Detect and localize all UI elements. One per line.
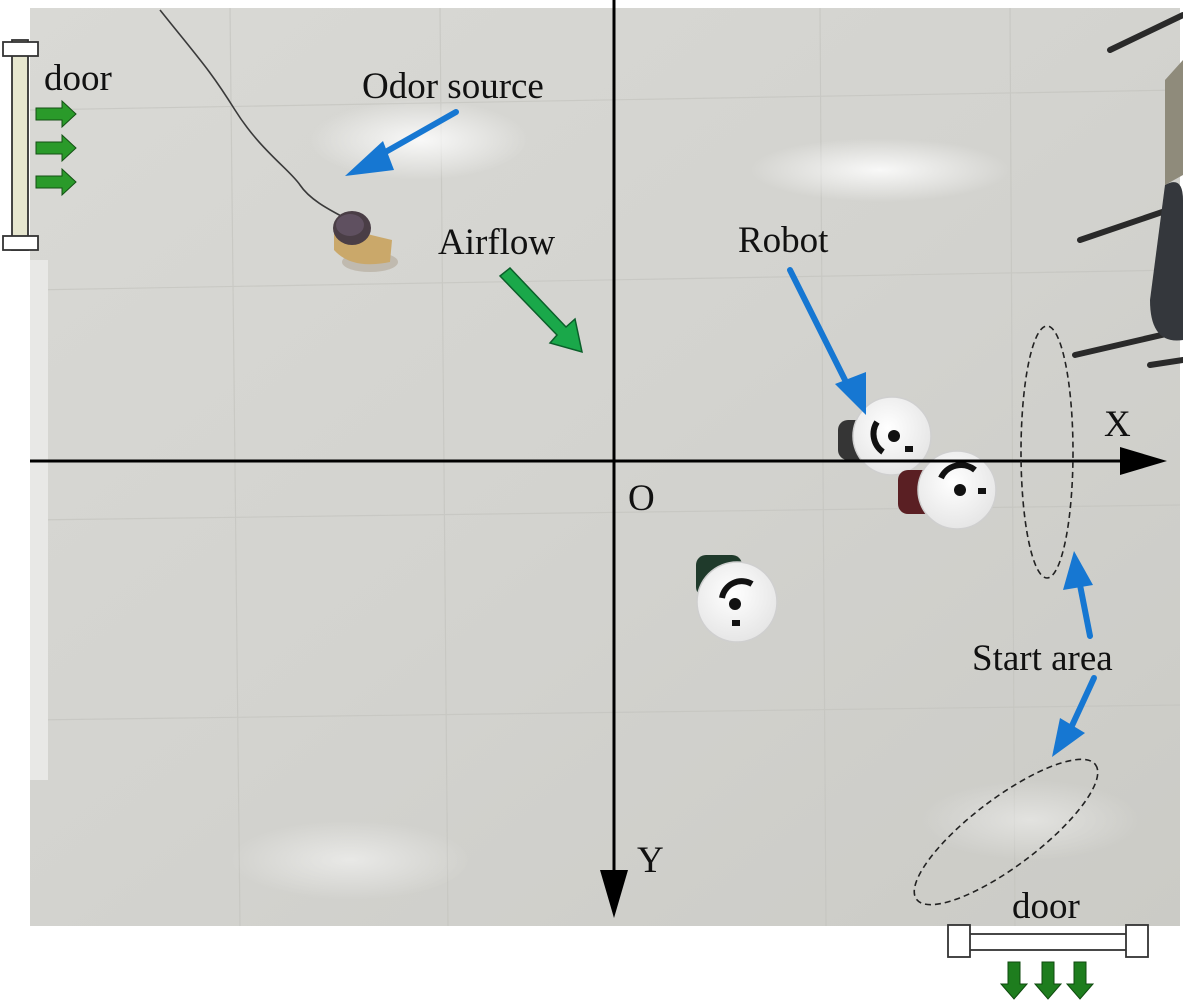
annotation-arrows	[372, 109, 1097, 733]
y-axis-label: Y	[637, 840, 664, 881]
airflow-arrow	[498, 266, 583, 354]
odor-source-object	[333, 211, 398, 272]
start-area-right	[1020, 325, 1074, 579]
y-axis-arrowhead	[600, 870, 628, 918]
odor-source-arrowhead	[345, 141, 394, 176]
door-label-top: door	[44, 58, 112, 99]
door-airflow-arrows-bottom	[999, 961, 1095, 1000]
robot	[898, 450, 997, 530]
start-area-bottom	[913, 758, 1099, 906]
start-area-arrowhead-down	[1052, 718, 1085, 757]
wall-panel	[30, 260, 48, 780]
airflow-label: Airflow	[438, 222, 556, 263]
coordinate-axes	[30, 0, 1130, 880]
origin-label: O	[628, 478, 655, 519]
start-area-arrow-up	[1077, 582, 1093, 639]
start-area-arrow-down	[1067, 675, 1097, 733]
robot-label: Robot	[738, 220, 829, 261]
door-top-left	[2, 39, 39, 251]
odor-source-label: Odor source	[362, 66, 544, 107]
floor-tiles	[29, 7, 1181, 927]
door-bottom	[947, 924, 1149, 958]
light-glare	[230, 820, 470, 900]
floor-cable	[159, 9, 346, 219]
start-area-arrowhead-up	[1063, 551, 1093, 590]
light-glare	[750, 138, 1010, 202]
x-axis-label: X	[1104, 404, 1131, 445]
robot-arrowhead	[835, 372, 866, 415]
robot-arrow	[787, 267, 853, 393]
robot	[838, 396, 932, 476]
light-glare	[920, 780, 1140, 860]
light-glare	[310, 100, 530, 180]
odor-source-arrow	[372, 109, 459, 161]
door-label-bottom: door	[1012, 886, 1080, 927]
x-axis-arrowhead	[1120, 447, 1167, 475]
robot	[696, 555, 778, 643]
wall-corner	[1165, 60, 1183, 185]
chair-seat	[1150, 182, 1183, 341]
start-area-label: Start area	[972, 638, 1113, 679]
door-airflow-arrows-left	[35, 99, 77, 197]
